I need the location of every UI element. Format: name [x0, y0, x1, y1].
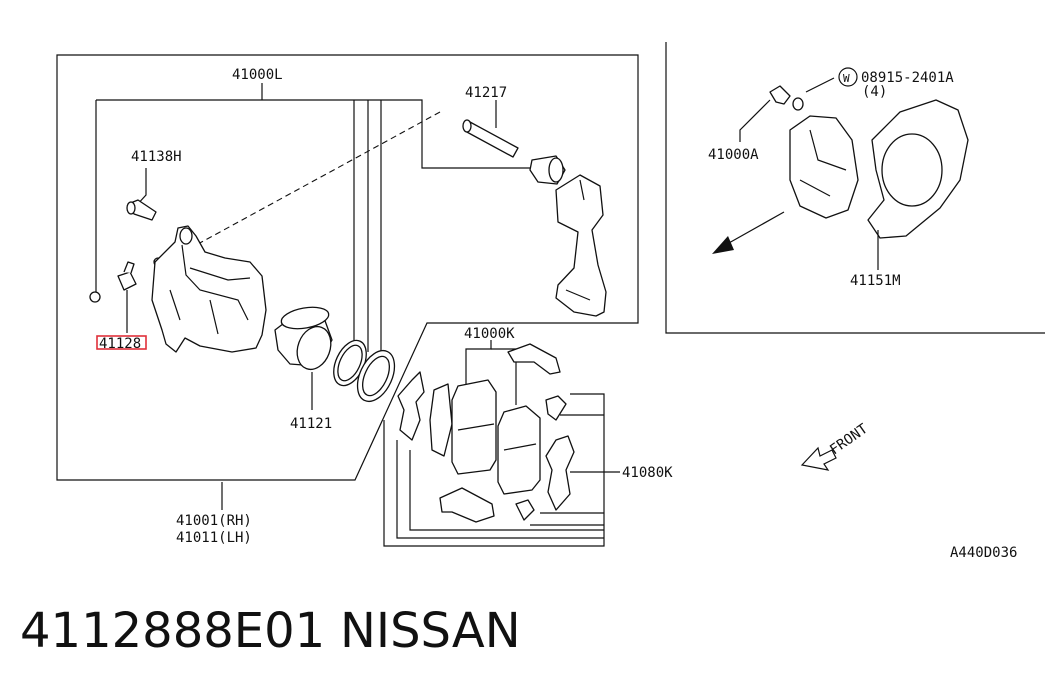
front-label: FRONT: [827, 421, 871, 459]
backing-plate-41151M: [867, 99, 969, 239]
label-41000K[interactable]: 41000K: [464, 326, 515, 342]
label-41080K[interactable]: 41080K: [622, 465, 673, 481]
bolt-41138H: [126, 199, 157, 221]
assembly-dash-line: [164, 111, 441, 263]
w-mark-icon: [838, 67, 858, 87]
piston-41121: [274, 306, 333, 371]
w-mark-text: W: [843, 72, 850, 85]
caliper-assembly-frame: [56, 54, 639, 481]
brake-pad-outer: [451, 379, 497, 475]
direction-arrow: [712, 211, 785, 254]
guide-pin-41217: [462, 119, 519, 158]
pad-shim-outer: [397, 371, 425, 441]
label-08915-qty: (4): [862, 84, 887, 100]
brake-pad-inner: [497, 405, 541, 495]
pad-shim-rear: [545, 435, 575, 511]
bushing-part: [529, 155, 566, 185]
pad-clip-top: [507, 343, 561, 375]
brand-caption: NISSAN: [340, 603, 521, 659]
right-leader-lines: [739, 77, 879, 270]
label-41121[interactable]: 41121: [290, 416, 332, 432]
caliper-assembly-41000A: [769, 85, 859, 219]
right-panel-frame: [665, 42, 1045, 334]
label-41151M[interactable]: 41151M: [850, 273, 901, 289]
leader-lines: [95, 83, 620, 547]
label-08915-2401A[interactable]: 08915-2401A: [861, 70, 954, 86]
dust-boot: [356, 349, 396, 403]
label-41138H[interactable]: 41138H: [131, 149, 182, 165]
label-41000A[interactable]: 41000A: [708, 147, 759, 163]
pad-spring: [515, 395, 567, 521]
caliper-body: [151, 225, 267, 353]
reference-code: A440D036: [950, 545, 1017, 561]
label-41011-lh[interactable]: 41011(LH): [176, 530, 252, 546]
piston-seal: [333, 339, 367, 387]
front-arrow-icon: [800, 446, 837, 471]
pad-shim-inner: [429, 383, 453, 457]
label-41217[interactable]: 41217: [465, 85, 507, 101]
highlight-box: [96, 335, 147, 350]
part-number-caption: 4112888E01: [20, 603, 325, 659]
label-41001-rh[interactable]: 41001(RH): [176, 513, 252, 529]
bleeder-screw-41128: [89, 257, 163, 303]
label-41128[interactable]: 41128: [99, 336, 141, 352]
label-41000L[interactable]: 41000L: [232, 67, 283, 83]
pad-clip-bottom: [439, 487, 495, 523]
caliper-bracket: [555, 174, 607, 317]
